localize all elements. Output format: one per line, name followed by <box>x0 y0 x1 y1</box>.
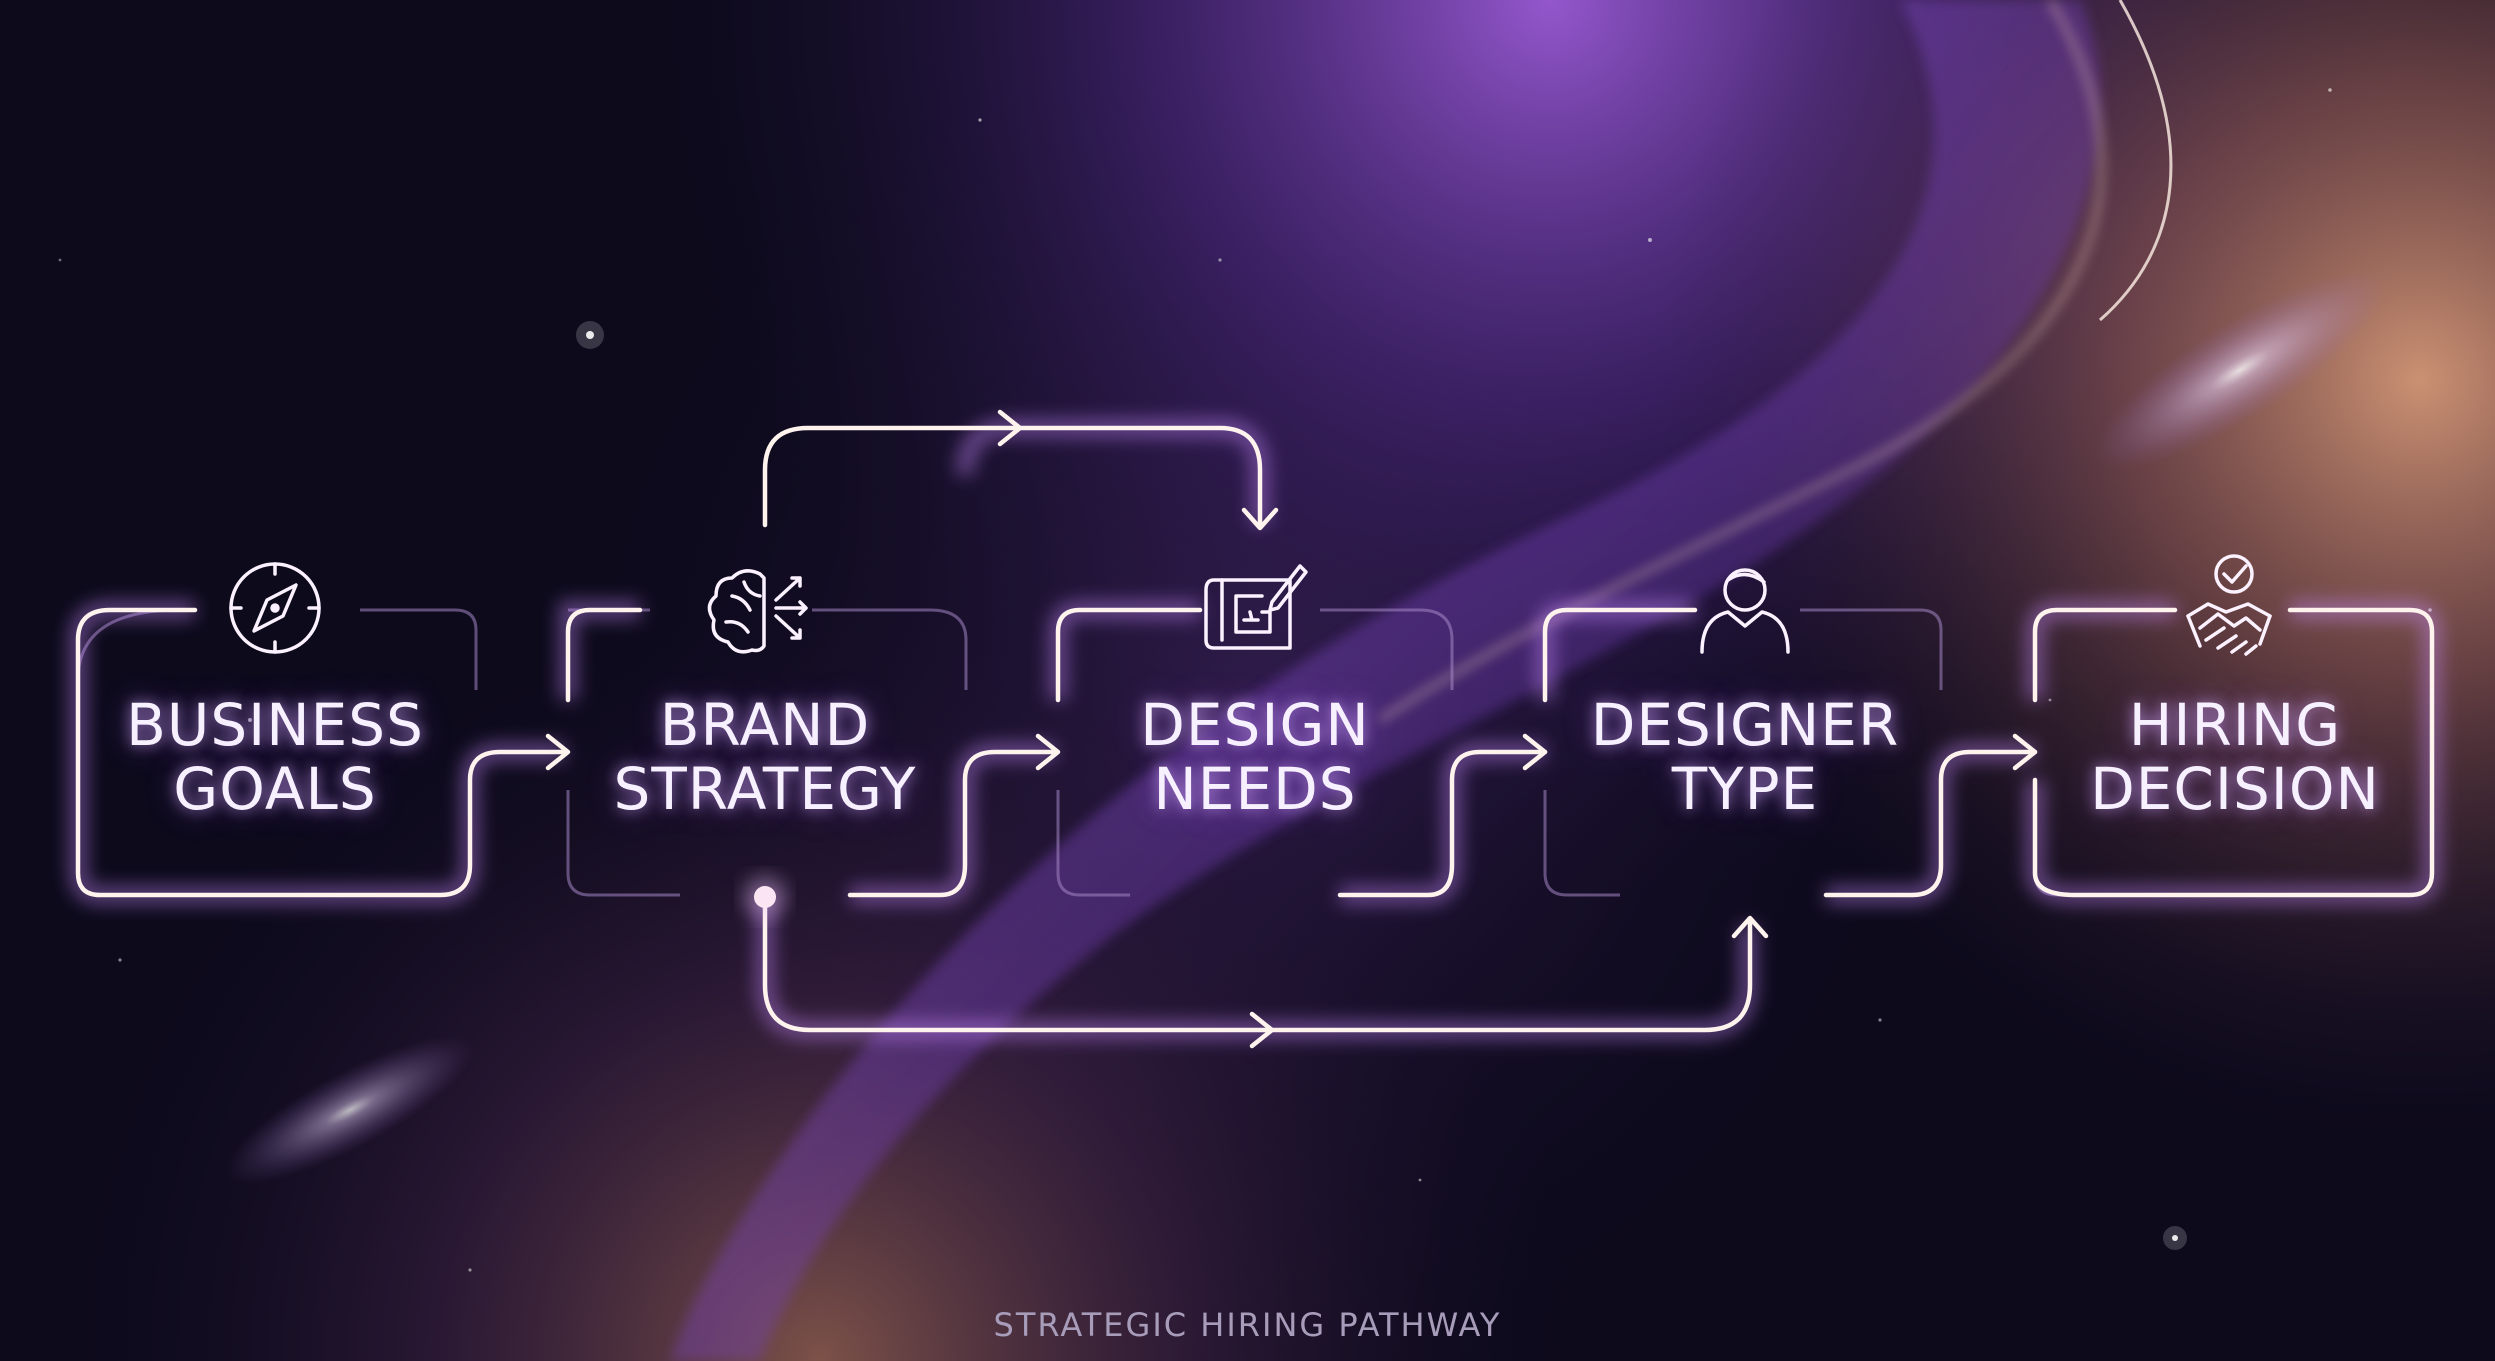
step-brand-strategy: BRAND STRATEGY <box>565 693 965 821</box>
step-label-line2: GOALS <box>173 755 377 823</box>
step-label-line2: TYPE <box>1671 755 1819 823</box>
step-label-line1: BRAND <box>659 691 871 759</box>
blueprint-pencil-icon <box>1204 564 1308 650</box>
step-business-goals: BUSINESS GOALS <box>75 693 475 821</box>
step-label-line1: HIRING <box>2128 691 2342 759</box>
arrowheads <box>545 409 2038 1049</box>
person-icon <box>1700 568 1790 654</box>
step-designer-type: DESIGNER TYPE <box>1545 693 1945 821</box>
brain-network-icon <box>707 569 808 654</box>
step-label-line1: BUSINESS <box>126 691 424 759</box>
handshake-check-icon <box>2186 554 2272 656</box>
diagram-caption: STRATEGIC HIRING PATHWAY <box>993 1306 1502 1344</box>
step-label-line1: DESIGN <box>1140 691 1370 759</box>
step-hiring-decision: HIRING DECISION <box>2035 693 2435 821</box>
step-design-needs: DESIGN NEEDS <box>1055 693 1455 821</box>
step-label-line2: NEEDS <box>1153 755 1357 823</box>
step-label-line2: DECISION <box>2090 755 2380 823</box>
flow-connectors <box>75 425 2435 1033</box>
step-label-line2: STRATEGY <box>613 755 917 823</box>
compass-icon <box>229 562 321 654</box>
step-label-line1: DESIGNER <box>1590 691 1900 759</box>
